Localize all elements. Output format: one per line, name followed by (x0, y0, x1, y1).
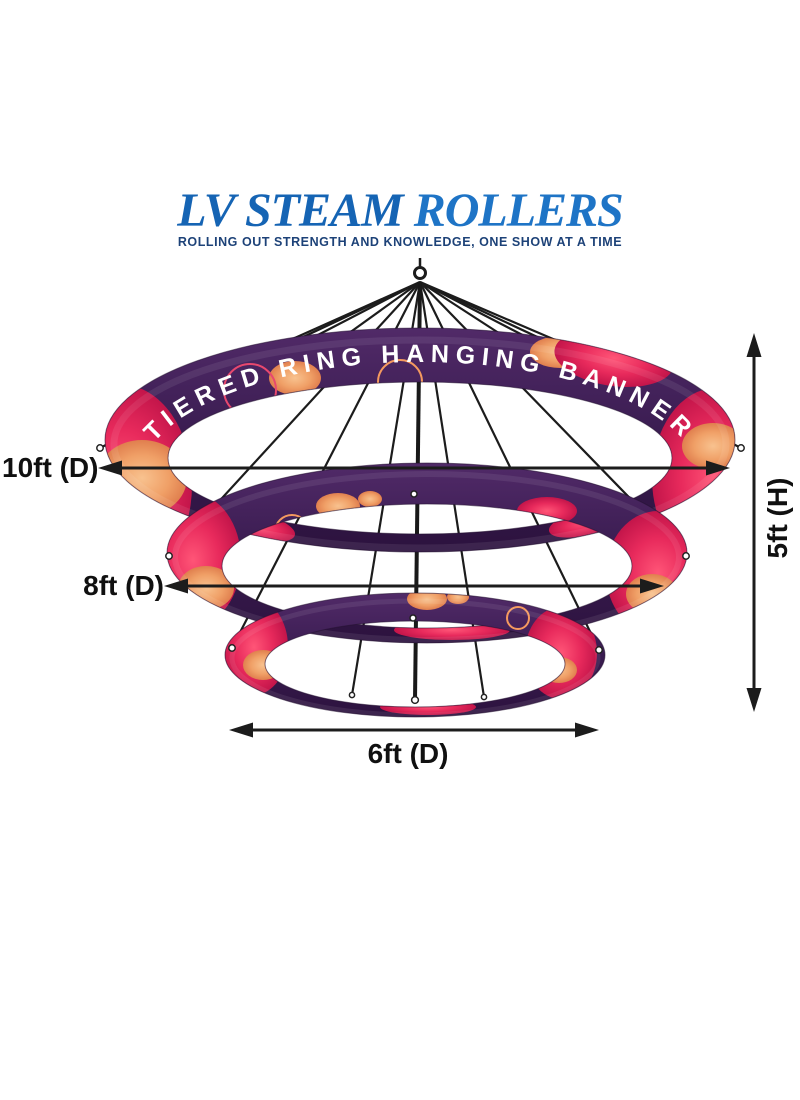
arrow-5ft-height (746, 333, 762, 712)
dimension-arrows (98, 333, 762, 738)
dimension-label-height: 5ft (H) (762, 477, 793, 559)
brand-name-part2: ROLLERS (402, 184, 624, 237)
dimension-label-bottom-ring: 6ft (D) (367, 738, 449, 769)
brand-logo: LV STEAM ROLLERS (0, 186, 800, 236)
arrow-8ft-diameter (164, 578, 664, 594)
dimension-label-middle-ring: 8ft (D) (83, 570, 164, 601)
arrow-10ft-diameter (98, 460, 730, 476)
brand-tagline: ROLLING OUT STRENGTH AND KNOWLEDGE, ONE … (177, 235, 623, 249)
hanging-hook-icon (413, 258, 427, 280)
cable-connectors (96, 444, 745, 705)
arrow-6ft-diameter (229, 722, 599, 738)
brand-name-part1: LV STEAM (177, 184, 403, 237)
dimension-label-top-ring: 10ft (D) (2, 452, 99, 483)
